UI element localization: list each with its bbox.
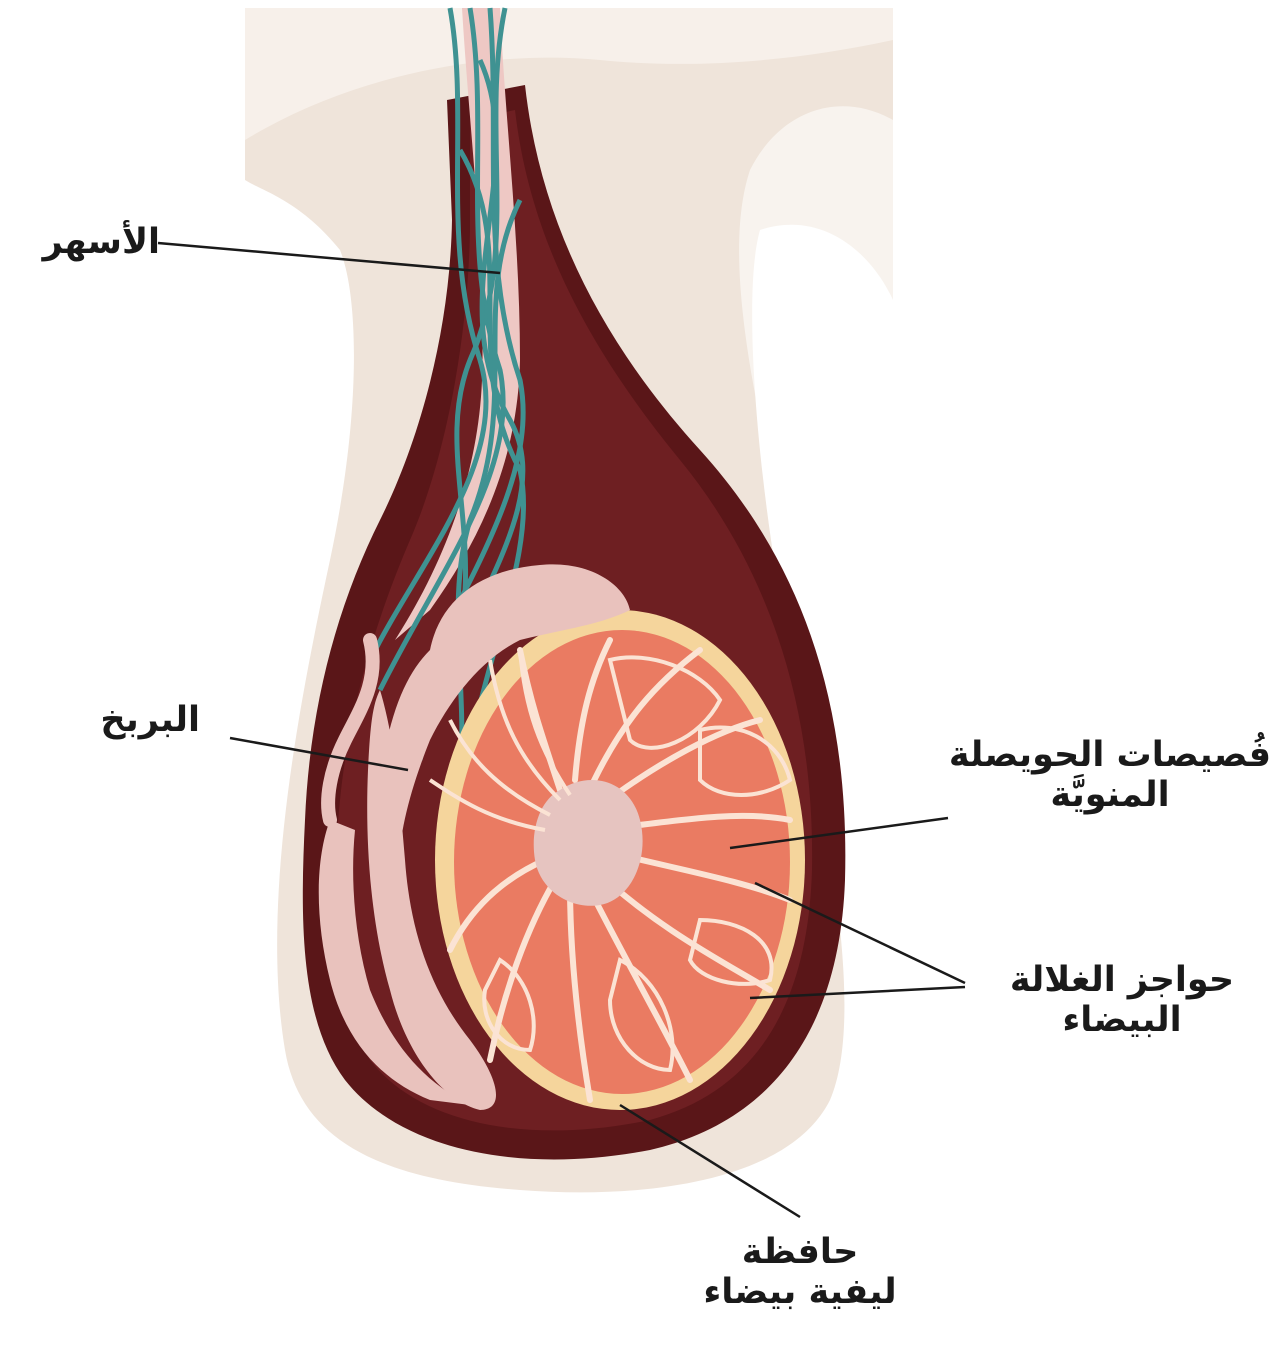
label-tunica-albuginea: حافظة ليفية بيضاء [640, 1232, 960, 1313]
label-tunica-septa: حواجز الغلالة البيضاء [965, 960, 1279, 1041]
label-lobules-line1: فُصيصات الحويصلة [945, 735, 1275, 775]
label-tunica-line1: حافظة [640, 1232, 960, 1272]
label-epididymis-text: البربخ [40, 700, 200, 740]
label-vas-text: الأسهر [10, 222, 160, 262]
label-tunica-line2: ليفية بيضاء [640, 1272, 960, 1312]
label-vas-deferens: الأسهر [10, 222, 160, 262]
label-septa-line1: حواجز الغلالة [965, 960, 1279, 1000]
label-septa-line2: البيضاء [965, 1000, 1279, 1040]
label-lobules-line2: المنويَّة [945, 775, 1275, 815]
rete-testis [534, 780, 643, 906]
label-epididymis: البربخ [40, 700, 200, 740]
label-seminiferous-lobules: فُصيصات الحويصلة المنويَّة [945, 735, 1275, 816]
